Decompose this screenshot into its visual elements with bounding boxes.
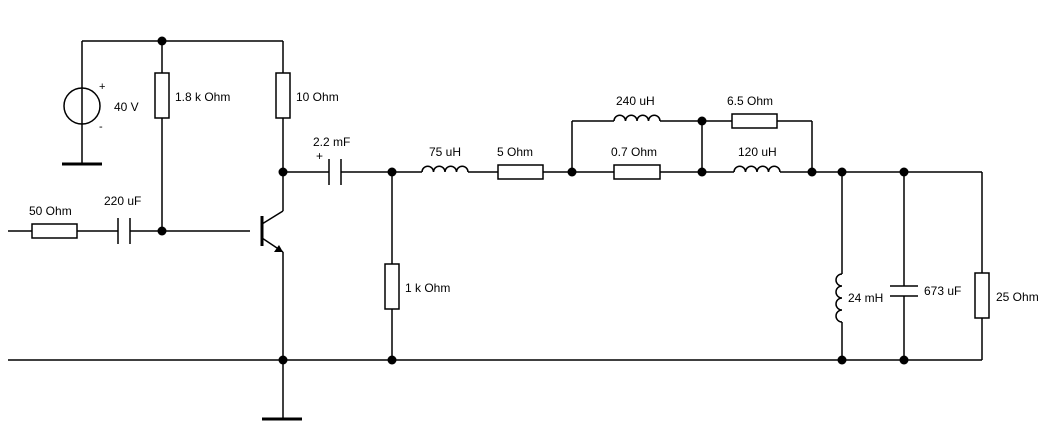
- wires: [8, 40, 983, 421]
- resistor-load1: 1 k Ohm: [384, 263, 450, 310]
- source-plus-sign: +: [99, 81, 105, 93]
- resistor-collector: 10 Ohm: [275, 72, 339, 119]
- c-input-label: 220 uF: [104, 194, 141, 208]
- r-mid-label: 0.7 Ohm: [611, 145, 657, 159]
- inductor-top: 240 uH: [613, 94, 661, 122]
- capacitor-input: 220 uF: [104, 194, 141, 244]
- r-input-label: 50 Ohm: [29, 204, 72, 218]
- resistor-series1: 5 Ohm: [497, 145, 544, 180]
- r-collector-label: 10 Ohm: [296, 90, 339, 104]
- source-label: 40 V: [114, 100, 139, 114]
- voltage-source: + - 40 V: [63, 81, 139, 133]
- inductor-mid: 120 uH: [733, 145, 781, 173]
- r-top-label: 6.5 Ohm: [727, 94, 773, 108]
- emitter-arrow-icon: [274, 245, 283, 252]
- l-mid-label: 120 uH: [738, 145, 777, 159]
- capacitor-coupling: + 2.2 mF: [313, 135, 350, 185]
- r-series1-label: 5 Ohm: [497, 145, 533, 159]
- junction-dots: [157, 36, 909, 365]
- resistor-mid: 0.7 Ohm: [611, 145, 661, 180]
- resistor-bias: 1.8 k Ohm: [154, 72, 230, 119]
- capacitor-shunt: 673 uF: [890, 284, 961, 298]
- inductor-series1: 75 uH: [421, 145, 469, 173]
- l-series1-label: 75 uH: [429, 145, 461, 159]
- inductor-shunt: 24 mH: [835, 273, 883, 323]
- c-shunt-label: 673 uF: [924, 284, 961, 298]
- npn-transistor: [260, 210, 284, 253]
- r-load1-label: 1 k Ohm: [405, 281, 450, 295]
- resistor-out: 25 Ohm: [974, 272, 1039, 319]
- r-out-label: 25 Ohm: [996, 290, 1039, 304]
- resistor-input: 50 Ohm: [29, 204, 78, 239]
- c-coupling-plus-sign: +: [316, 149, 323, 163]
- r-bias-label: 1.8 k Ohm: [175, 90, 230, 104]
- resistor-top: 6.5 Ohm: [727, 94, 778, 129]
- source-minus-sign: -: [99, 121, 103, 133]
- l-shunt-label: 24 mH: [848, 291, 883, 305]
- l-top-label: 240 uH: [616, 94, 655, 108]
- c-coupling-label: 2.2 mF: [313, 135, 350, 149]
